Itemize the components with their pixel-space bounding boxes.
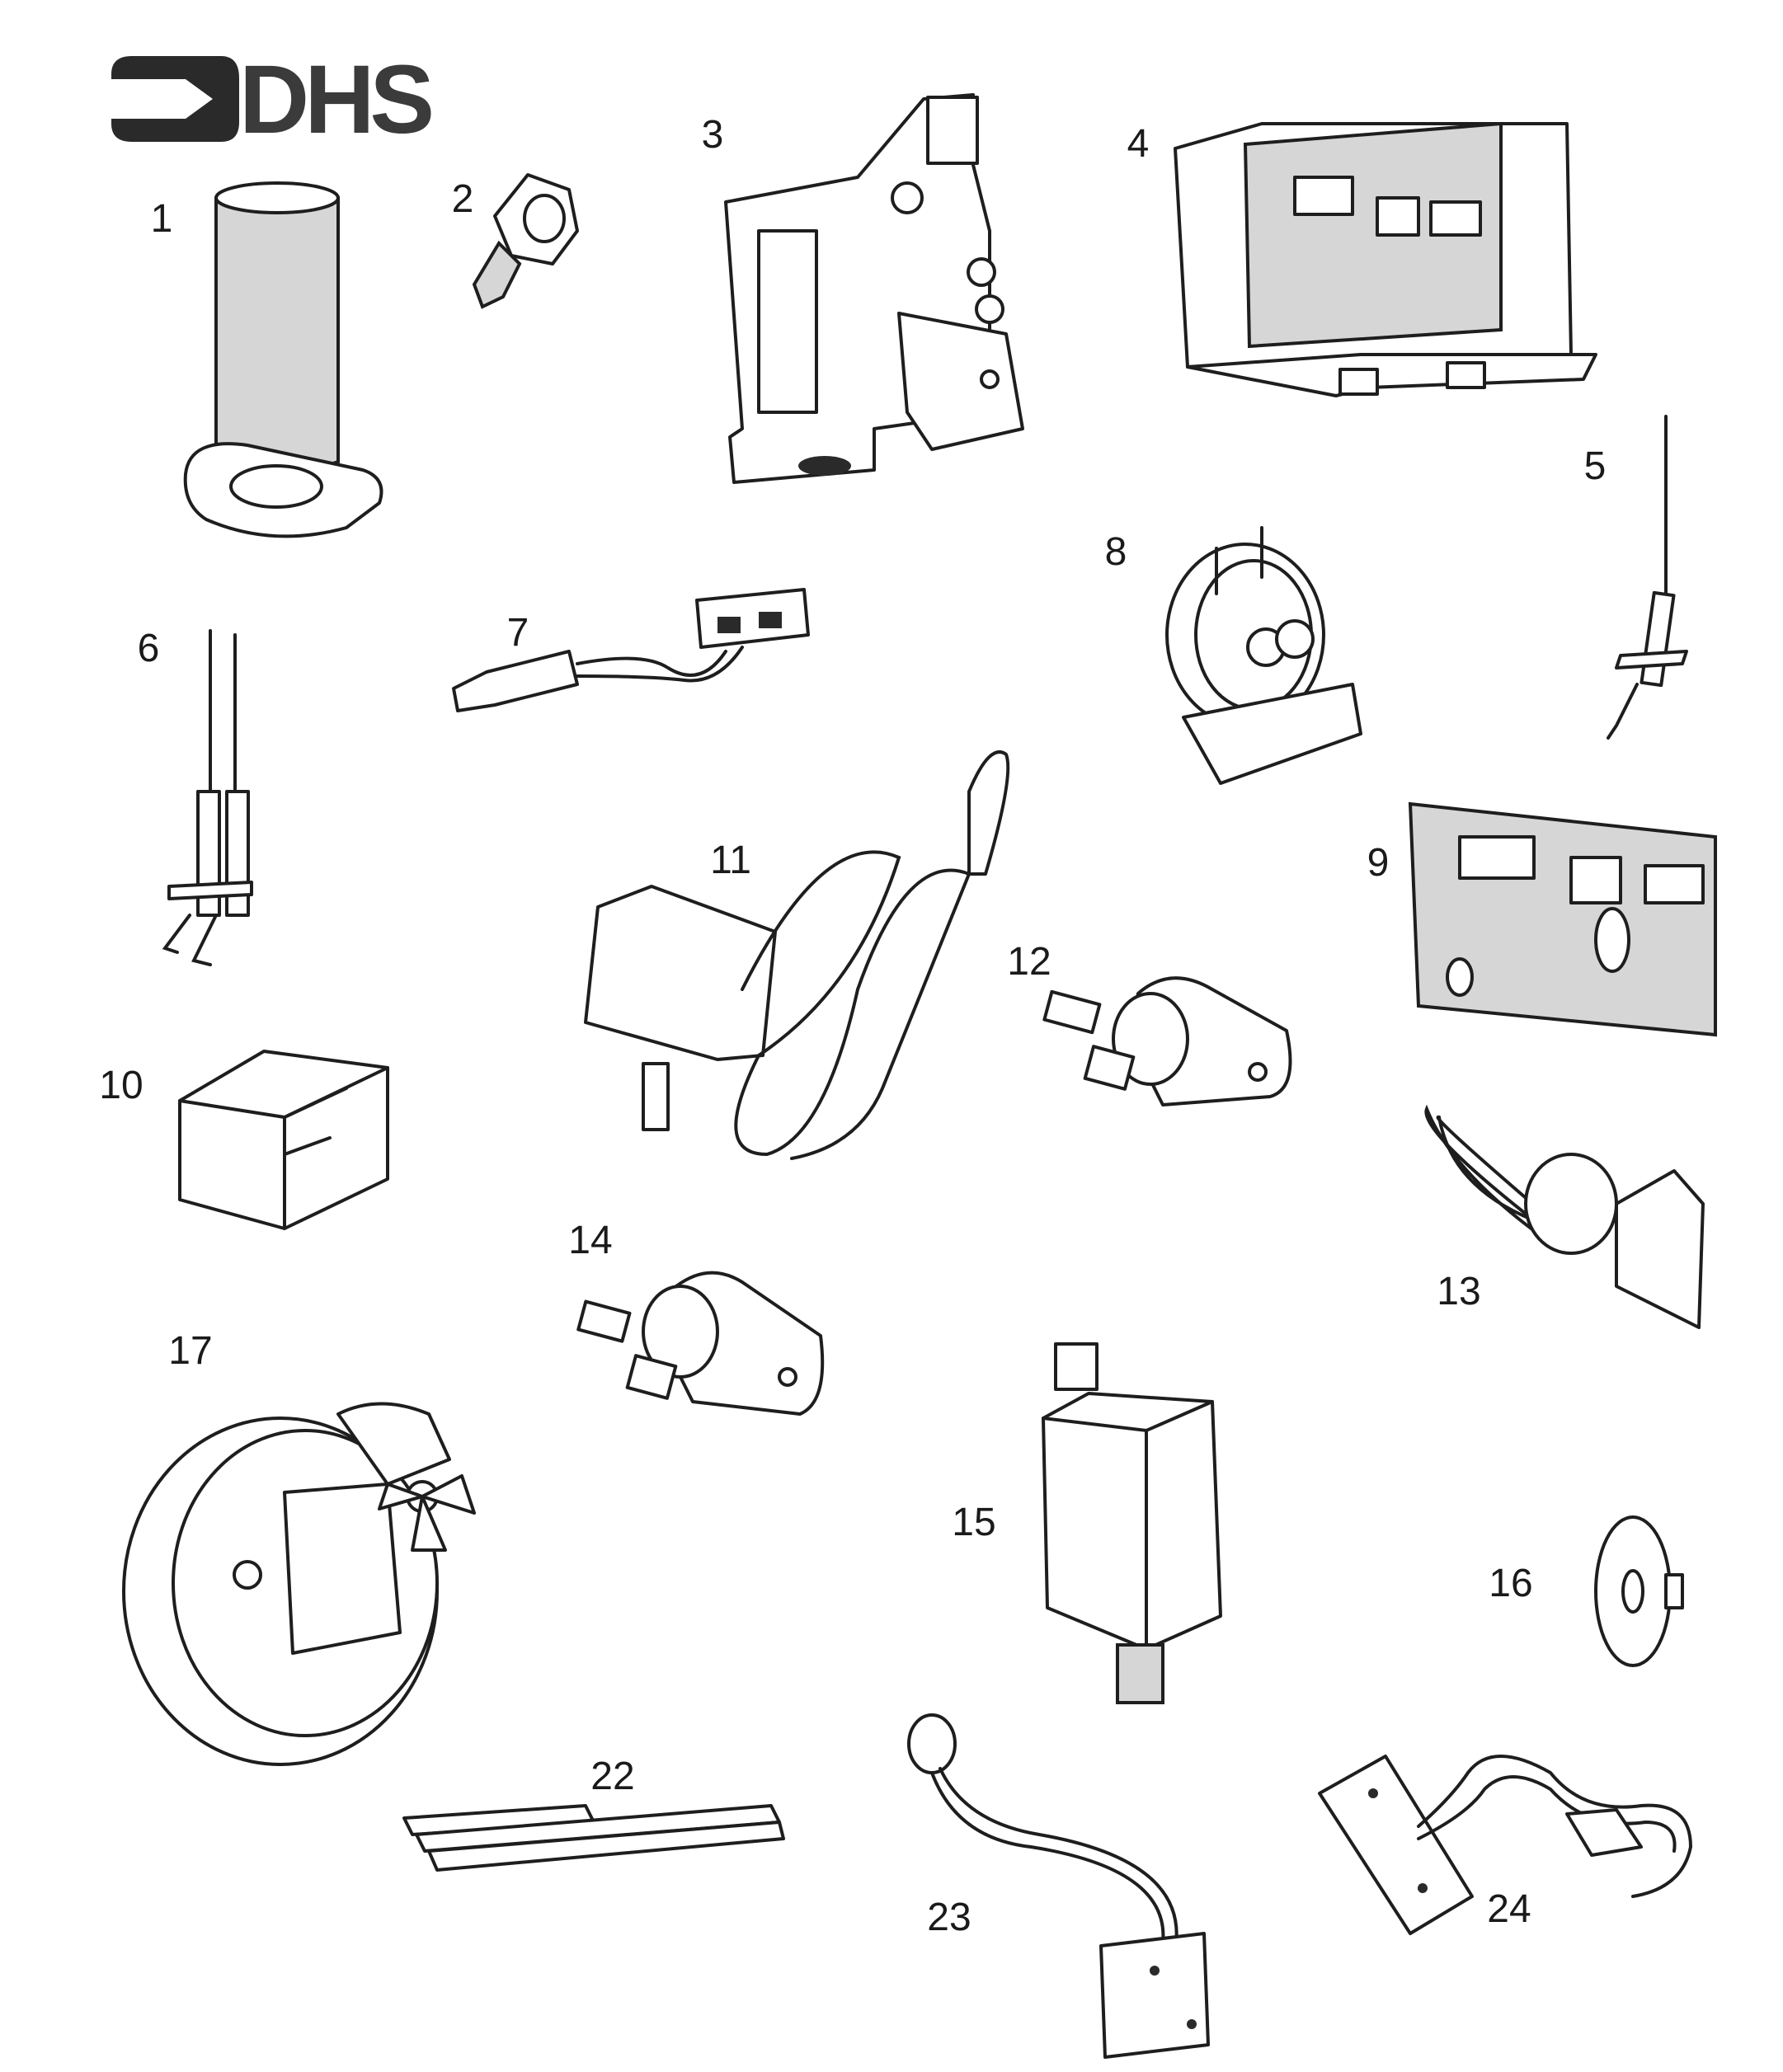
pcb-board-icon bbox=[1408, 801, 1717, 1037]
part-number-label: 8 bbox=[1104, 530, 1127, 574]
part-number-label: 17 bbox=[168, 1329, 213, 1373]
control-box-icon bbox=[1174, 121, 1597, 397]
part-number-label: 15 bbox=[952, 1501, 996, 1544]
part-number-label: 4 bbox=[1127, 122, 1150, 166]
burner-tube-icon bbox=[183, 181, 383, 538]
capillary-thermostat-icon bbox=[1424, 1104, 1705, 1329]
part-number-label: 13 bbox=[1437, 1270, 1481, 1313]
injector-jet-icon bbox=[472, 173, 579, 309]
expansion-vessel-icon bbox=[1042, 1342, 1222, 1704]
fan-assembly-icon bbox=[122, 1402, 476, 1766]
flame-sensing-electrode-icon bbox=[1607, 415, 1688, 740]
part-number-label: 7 bbox=[506, 611, 529, 655]
connector-block-icon bbox=[178, 1050, 389, 1230]
gas-valve-icon bbox=[724, 93, 1024, 484]
pipe-bracket-double-icon bbox=[1318, 1755, 1693, 1935]
part-number-label: 10 bbox=[99, 1064, 143, 1107]
limit-thermostat-icon bbox=[576, 1271, 825, 1416]
part-number-label: 23 bbox=[927, 1896, 971, 1939]
part-number-label: 3 bbox=[701, 113, 724, 157]
control-thermostat-icon bbox=[584, 750, 1010, 1160]
part-number-label: 16 bbox=[1489, 1562, 1533, 1605]
pipe-bracket-icon bbox=[907, 1713, 1210, 2059]
ignition-lead-icon bbox=[452, 588, 810, 712]
part-number-label: 14 bbox=[568, 1219, 613, 1262]
control-knob-icon bbox=[1594, 1515, 1684, 1667]
part-number-label: 2 bbox=[451, 177, 474, 221]
part-number-label: 9 bbox=[1367, 841, 1390, 885]
part-number-label: 1 bbox=[150, 197, 173, 241]
insulation-strips-icon bbox=[402, 1804, 785, 1872]
ignition-electrodes-icon bbox=[162, 629, 253, 966]
part-number-label: 6 bbox=[137, 627, 160, 670]
part-number-label: 5 bbox=[1583, 444, 1607, 488]
overheat-thermostat-icon bbox=[1042, 976, 1292, 1106]
part-number-label: 11 bbox=[710, 839, 751, 882]
part-number-label: 22 bbox=[590, 1755, 635, 1798]
dhs-logo-arrow-icon bbox=[111, 56, 239, 142]
part-number-label: 24 bbox=[1487, 1887, 1531, 1931]
part-number-label: 12 bbox=[1007, 940, 1051, 984]
dhs-logo: DHS bbox=[239, 45, 435, 154]
pressure-switch-icon bbox=[1165, 526, 1362, 785]
